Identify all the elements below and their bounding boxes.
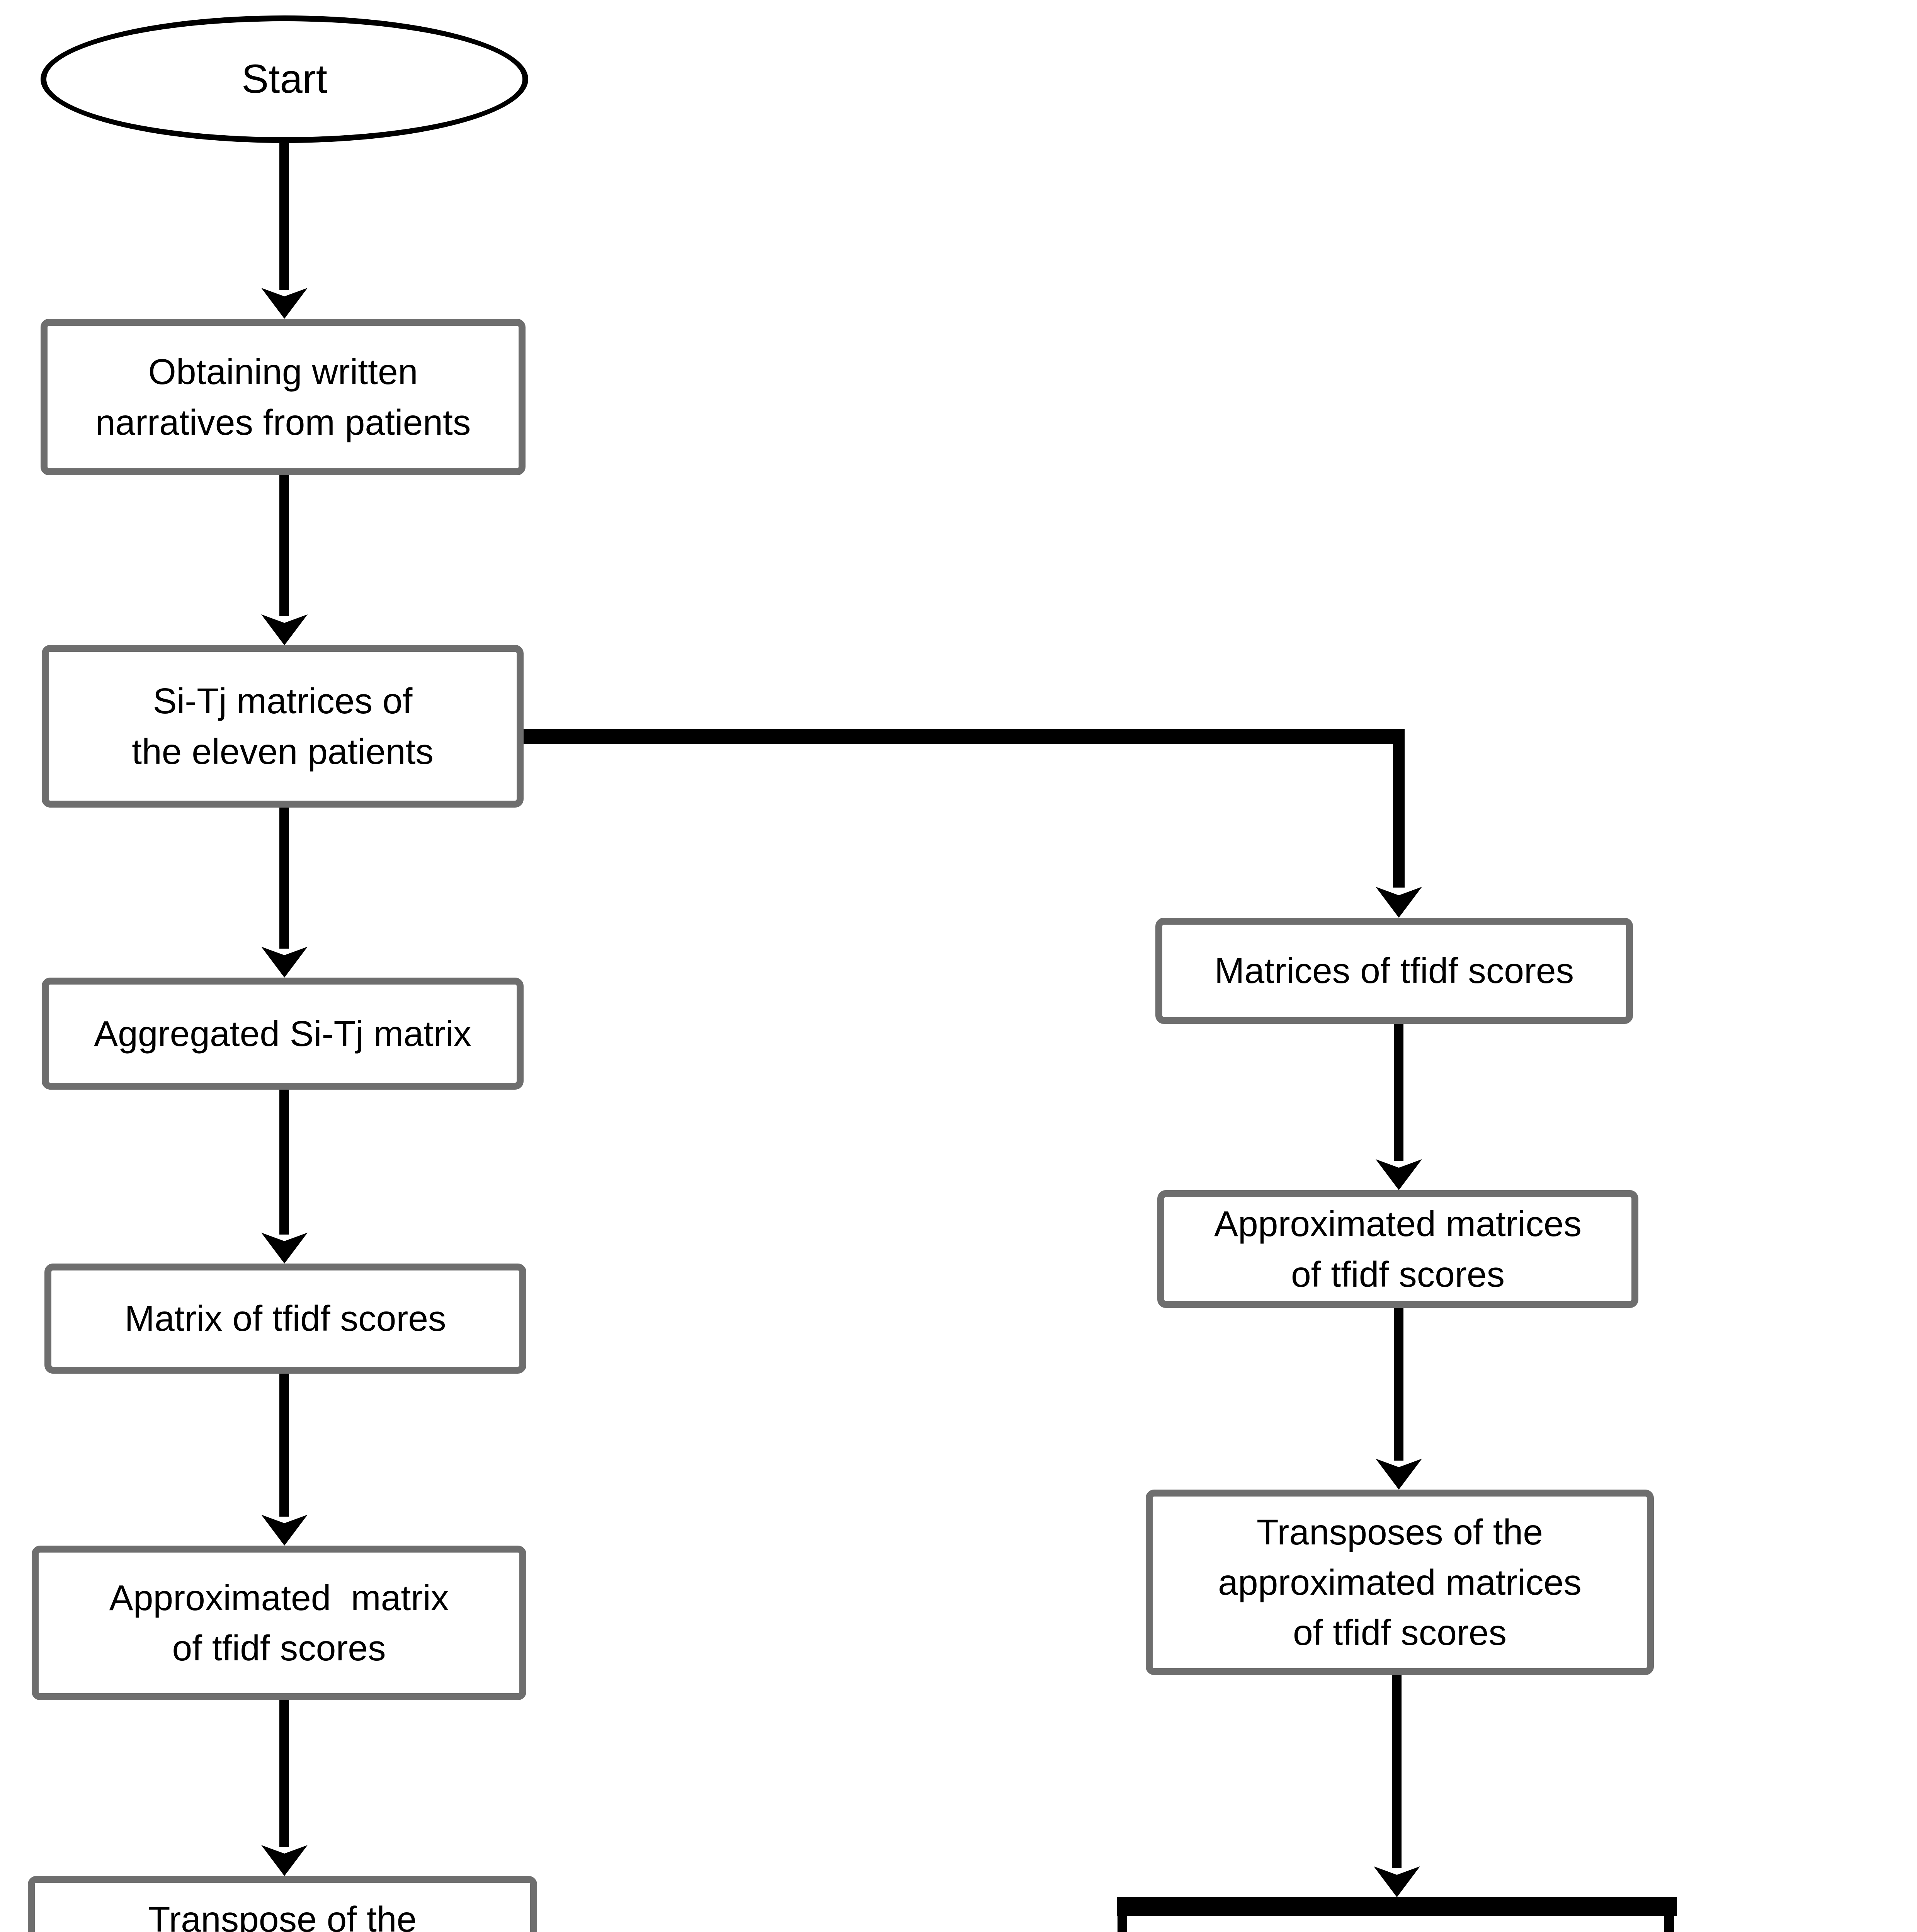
node-label: Matrices of tfidf scores	[1214, 951, 1574, 991]
node-sitj-matrices-box: Si-Tj matrices of the eleven patients	[42, 645, 524, 808]
node-obtaining-narratives-box: Obtaining written narratives from patien…	[41, 319, 526, 475]
node-transpose-box: Transpose of the approximated matrix of …	[28, 1876, 537, 1932]
arrow-matrices-to-approximated-line	[1394, 1024, 1403, 1161]
node-label: Obtaining written narratives from patien…	[95, 352, 471, 442]
node-start-terminator: Start	[41, 15, 528, 143]
split-left-drop-line	[1118, 1916, 1127, 1932]
split-right-drop-line	[1664, 1916, 1674, 1932]
arrow-approximated-to-transpose-line	[279, 1700, 289, 1847]
arrowhead-down-icon	[261, 614, 308, 645]
node-matrices-tfidf-box: Matrices of tfidf scores	[1155, 918, 1633, 1024]
arrowhead-down-icon	[261, 1233, 308, 1264]
arrow-matrix-to-approximated-line	[279, 1374, 289, 1517]
arrow-obtaining-to-sitj-line	[279, 475, 289, 616]
node-label: Start	[242, 56, 327, 102]
arrow-sitj-to-aggregated-line	[279, 808, 289, 949]
arrowhead-down-icon	[261, 1845, 308, 1876]
node-label: Matrix of tfidf scores	[124, 1298, 446, 1339]
arrowhead-down-icon	[1376, 887, 1422, 918]
node-label: Transpose of the approximated matrix of …	[148, 1899, 417, 1932]
node-label: Aggregated Si-Tj matrix	[94, 1013, 471, 1054]
arrowhead-down-icon	[261, 1515, 308, 1546]
arrowhead-down-icon	[1376, 1159, 1422, 1190]
node-label: Approximated matrices of tfidf scores	[1214, 1204, 1582, 1294]
node-transposes-box: Transposes of the approximated matrices …	[1146, 1490, 1654, 1675]
branch-connector-vertical-line	[1393, 729, 1405, 888]
arrowhead-down-icon	[261, 947, 308, 978]
arrowhead-down-icon	[1376, 1459, 1422, 1490]
node-label: Transposes of the approximated matrices …	[1218, 1512, 1582, 1653]
node-label: Approximated matrix of tfidf scores	[109, 1577, 449, 1668]
arrow-approximated-to-transposes-line	[1394, 1308, 1403, 1461]
node-approximated-matrices-box: Approximated matrices of tfidf scores	[1157, 1190, 1638, 1308]
split-stem-line	[1392, 1675, 1402, 1868]
arrow-start-to-obtaining-line	[279, 143, 289, 290]
branch-connector-horizontal-line	[524, 729, 1405, 744]
node-label: Si-Tj matrices of the eleven patients	[132, 681, 434, 772]
node-matrix-tfidf-box: Matrix of tfidf scores	[44, 1264, 526, 1374]
node-aggregated-matrix-box: Aggregated Si-Tj matrix	[42, 978, 524, 1090]
split-bar	[1117, 1897, 1677, 1916]
arrowhead-down-icon	[261, 288, 308, 319]
arrowhead-down-icon	[1374, 1866, 1420, 1897]
node-approximated-matrix-box: Approximated matrix of tfidf scores	[32, 1546, 526, 1700]
arrow-aggregated-to-matrix-line	[279, 1090, 289, 1235]
